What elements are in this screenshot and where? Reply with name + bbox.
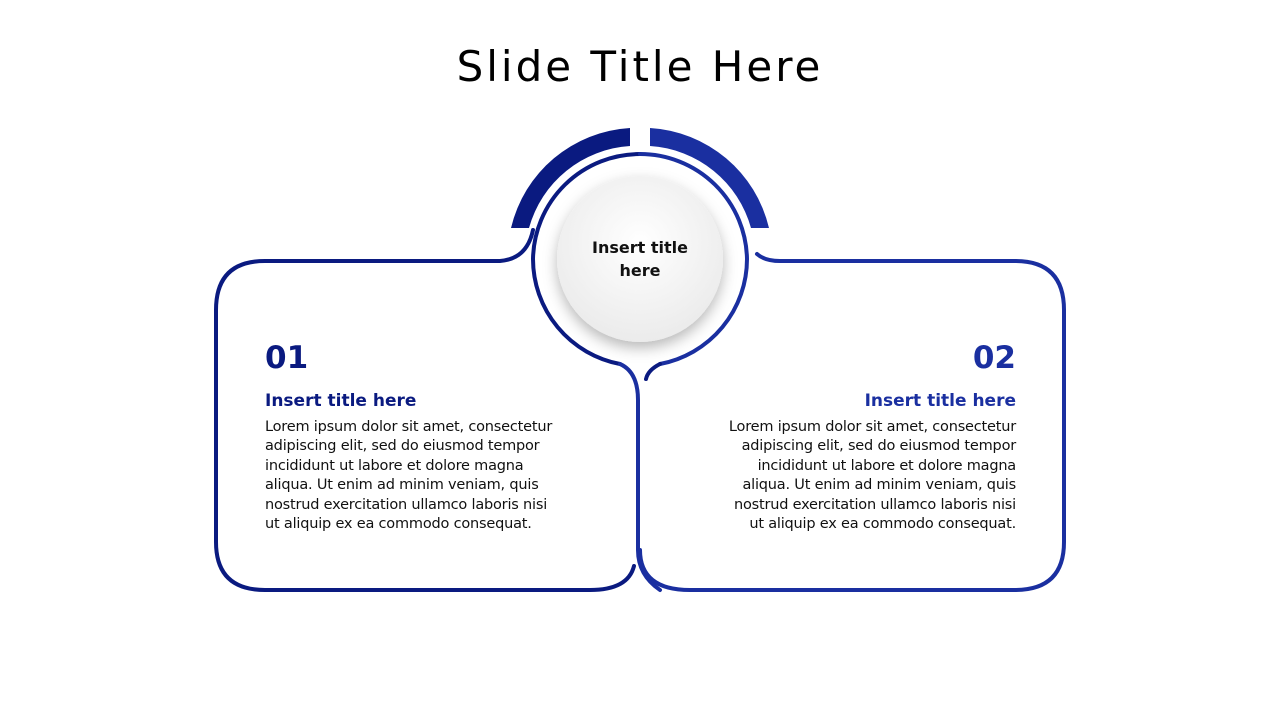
top-arc-left bbox=[511, 128, 630, 228]
step-title-02: Insert title here bbox=[864, 391, 1016, 411]
step-number-01: 01 bbox=[265, 340, 309, 376]
ring-left bbox=[530, 152, 642, 366]
step-title-01: Insert title here bbox=[265, 391, 417, 411]
ring-right bbox=[638, 152, 750, 366]
step-number-02: 02 bbox=[972, 340, 1016, 376]
top-arc-right bbox=[650, 128, 769, 228]
card-right-border bbox=[638, 252, 1066, 592]
slide-title: Slide Title Here bbox=[456, 42, 824, 91]
card-left-border bbox=[214, 228, 636, 592]
step-body-02: Lorem ipsum dolor sit amet, consectetur … bbox=[728, 419, 1016, 533]
card-left-inner bbox=[618, 362, 662, 592]
center-title: Insert title here bbox=[592, 238, 688, 280]
card-right-hook bbox=[644, 362, 662, 381]
step-body-01: Lorem ipsum dolor sit amet, consectetur … bbox=[265, 419, 553, 533]
center-circle bbox=[557, 176, 723, 342]
